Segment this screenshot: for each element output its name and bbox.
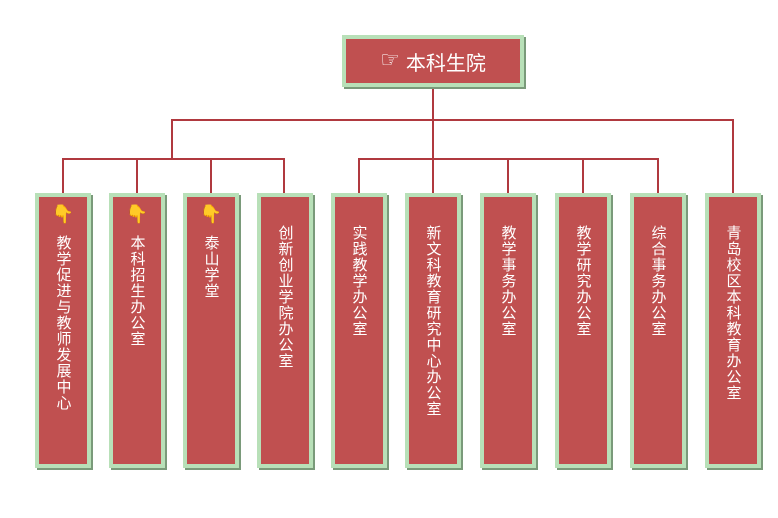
drop-connector — [62, 158, 64, 194]
root-node-label: 本科生院 — [405, 50, 486, 75]
child-node-label: 青岛校区本科教育办公室 — [724, 225, 743, 401]
child-node-label: 本科招生办公室 — [128, 235, 147, 347]
child-node-label: 教学事务办公室 — [499, 225, 518, 337]
child-node-admissions[interactable]: 👇 本科招生办公室 — [109, 193, 165, 468]
root-node[interactable]: ☞ 本科生院 — [342, 35, 524, 87]
child-node-teaching-research[interactable]: 教学研究办公室 — [555, 193, 611, 468]
child-node-liberal-arts-research[interactable]: 新文科教育研究中心办公室 — [405, 193, 461, 468]
right-branch-connector — [732, 119, 734, 194]
child-node-practice-teaching[interactable]: 实践教学办公室 — [331, 193, 387, 468]
pointing-down-hand-icon: 👇 — [125, 204, 149, 225]
left-branch-connector — [171, 119, 173, 159]
child-node-label: 新文科教育研究中心办公室 — [424, 225, 443, 417]
child-node-teaching-development[interactable]: 👇 教学促进与教师发展中心 — [35, 193, 91, 468]
child-node-label: 创新创业学院办公室 — [276, 225, 295, 369]
main-horizontal-connector — [172, 119, 733, 121]
pointing-down-hand-icon: 👇 — [199, 204, 223, 225]
pointing-down-hand-icon: 👇 — [51, 204, 75, 225]
drop-connector — [582, 158, 584, 194]
pointing-hand-icon: ☞ — [380, 48, 400, 73]
child-node-label: 教学促进与教师发展中心 — [54, 235, 73, 411]
child-node-taishan-college[interactable]: 👇 泰山学堂 — [183, 193, 239, 468]
left-group-connector — [62, 158, 284, 160]
drop-connector — [136, 158, 138, 194]
drop-connector — [358, 158, 360, 194]
drop-connector — [507, 158, 509, 194]
child-node-label: 教学研究办公室 — [574, 225, 593, 337]
child-node-label: 综合事务办公室 — [649, 225, 668, 337]
child-node-label: 泰山学堂 — [202, 235, 221, 299]
drop-connector — [657, 158, 659, 194]
drop-connector — [283, 158, 285, 194]
child-node-label: 实践教学办公室 — [350, 225, 369, 337]
root-connector — [432, 87, 434, 120]
child-node-innovation[interactable]: 创新创业学院办公室 — [257, 193, 313, 468]
drop-connector — [432, 120, 434, 194]
child-node-general-affairs[interactable]: 综合事务办公室 — [630, 193, 686, 468]
drop-connector — [210, 158, 212, 194]
child-node-qingdao-campus[interactable]: 青岛校区本科教育办公室 — [705, 193, 761, 468]
child-node-teaching-affairs[interactable]: 教学事务办公室 — [480, 193, 536, 468]
